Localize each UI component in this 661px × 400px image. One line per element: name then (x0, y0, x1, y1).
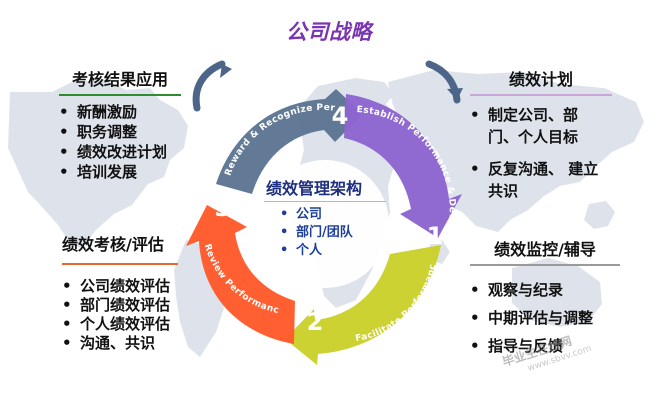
left-top-panel: 考核结果应用 新酬激励 职务调整 绩效改进计划 培训发展 (59, 70, 181, 182)
segment-3-label: Review Performance (160, 68, 280, 316)
list-item: 公司绩效评估 (62, 277, 212, 296)
right-top-rule (470, 94, 612, 96)
center-list-item: 部门/团队 (280, 224, 386, 242)
center-rule (264, 201, 386, 202)
center-list-item: 公司 (280, 206, 386, 224)
list-item: 指导与反馈 (470, 332, 620, 360)
right-bottom-title: 绩效监控/辅导 (494, 240, 596, 259)
page-title: 公司战略 (286, 20, 372, 44)
list-item: 个人绩效评估 (62, 315, 212, 334)
list-item: 观察与纪录 (470, 276, 620, 304)
left-bottom-rule (62, 263, 178, 265)
left-bottom-panel: 绩效考核/评估 公司绩效评估 部门绩效评估 个人绩效评估 沟通、共识 (62, 235, 212, 353)
left-bottom-list: 公司绩效评估 部门绩效评估 个人绩效评估 沟通、共识 (62, 277, 212, 353)
left-arc-arrowhead (220, 64, 232, 78)
right-top-panel: 绩效计划 制定公司、部门、个人目标 反复沟通、 建立共识 (470, 70, 612, 212)
segment-4 (216, 89, 363, 194)
list-item: 制定公司、部门、个人目标 (470, 104, 606, 148)
list-item: 培训发展 (59, 162, 181, 182)
left-top-rule (59, 94, 181, 96)
center-list: 公司 部门/团队 个人 (264, 206, 386, 260)
step-2-number: 2 (307, 308, 324, 336)
segment-3 (186, 205, 295, 344)
step-1-number: 1 (427, 222, 444, 250)
left-top-title: 考核结果应用 (71, 70, 168, 89)
center-list-item: 个人 (280, 242, 386, 260)
list-item: 职务调整 (59, 122, 181, 142)
left-arc-arrow (192, 60, 226, 112)
step-4-number: 4 (332, 102, 349, 130)
segment-2 (285, 245, 441, 365)
list-item: 部门绩效评估 (62, 296, 212, 315)
right-bottom-list: 观察与纪录 中期评估与调整 指导与反馈 (470, 276, 620, 360)
right-bottom-rule (470, 264, 620, 266)
left-bottom-title: 绩效考核/评估 (62, 235, 164, 254)
center-block: 绩效管理架构 公司 部门/团队 个人 (264, 175, 386, 260)
list-item: 绩效改进计划 (59, 142, 181, 162)
list-item: 新酬激励 (59, 102, 181, 122)
right-top-list: 制定公司、部门、个人目标 反复沟通、 建立共识 (470, 104, 612, 202)
center-title: 绩效管理架构 (266, 179, 363, 198)
left-top-list: 新酬激励 职务调整 绩效改进计划 培训发展 (59, 102, 181, 182)
small-island-shape (584, 201, 615, 229)
step-3-number: 3 (215, 194, 232, 222)
right-top-title: 绩效计划 (508, 70, 573, 89)
right-arc-arrowhead (447, 88, 463, 100)
list-item: 沟通、共识 (62, 334, 212, 353)
right-bottom-panel: 绩效监控/辅导 观察与纪录 中期评估与调整 指导与反馈 (470, 240, 620, 360)
list-item: 中期评估与调整 (470, 304, 620, 332)
list-item: 反复沟通、 建立共识 (470, 158, 606, 202)
segment-1 (344, 94, 462, 238)
